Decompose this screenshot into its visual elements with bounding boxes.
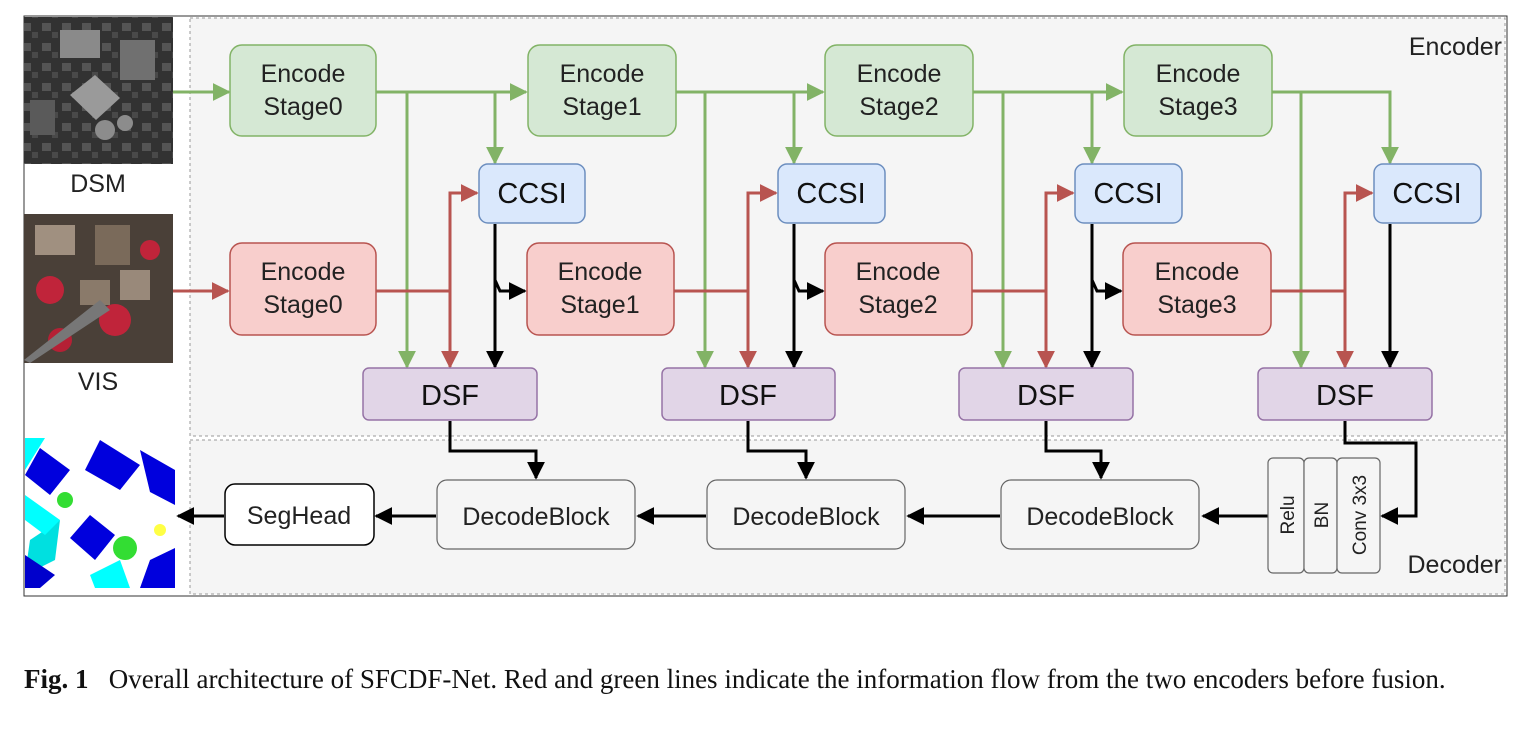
dsf-label: DSF (1316, 380, 1374, 412)
decoder-label: Decoder (1408, 551, 1503, 579)
stage-line2: Stage1 (560, 291, 639, 319)
dsf-block-3: DSF (1257, 367, 1433, 421)
stage-line1: Encode (856, 258, 941, 286)
stage-line2: Stage2 (858, 291, 937, 319)
stage-line2: Stage1 (562, 93, 641, 121)
vis-image (24, 214, 173, 363)
decode-block-1: DecodeBlock (706, 479, 906, 550)
ccsi-label: CCSI (796, 178, 865, 210)
stage-line1: Encode (261, 258, 346, 286)
fusion-flow-lines (176, 224, 1418, 525)
ccsi-label: CCSI (1392, 178, 1461, 210)
stage-line1: Encode (558, 258, 643, 286)
dsm-image (24, 17, 173, 164)
decode-label: DecodeBlock (1026, 503, 1174, 531)
decode-label: DecodeBlock (732, 503, 880, 531)
vis-flow-lines (173, 184, 1374, 369)
conv3x3-layer (1336, 457, 1381, 574)
decode-label: DecodeBlock (462, 503, 610, 531)
decode-block-2: DecodeBlock (1000, 479, 1200, 550)
stage-line2: Stage0 (263, 93, 342, 121)
caption-text: Overall architecture of SFCDF-Net. Red a… (108, 664, 1446, 694)
stage-line1: Encode (857, 60, 942, 88)
conv3x3-label: Conv 3x3 (1350, 475, 1371, 555)
dsf-label: DSF (1017, 380, 1075, 412)
stage-line2: Stage0 (263, 291, 342, 319)
ccsi-label: CCSI (1093, 178, 1162, 210)
caption-label: Fig. 1 (24, 664, 89, 694)
dsf-block-1: DSF (661, 367, 836, 421)
stage-line1: Encode (1156, 60, 1241, 88)
ccsi-block-0: CCSI (478, 163, 586, 224)
dsm-encode-stage2: Encode Stage2 (824, 44, 974, 137)
dsm-label: DSM (70, 170, 126, 198)
dsf-label: DSF (421, 380, 479, 412)
seghead-label: SegHead (247, 502, 351, 530)
stage-line2: Stage2 (859, 93, 938, 121)
decode-block-0: DecodeBlock (436, 479, 636, 550)
vis-encode-stage1: Encode Stage1 (526, 242, 675, 336)
stage-line2: Stage3 (1158, 93, 1237, 121)
stage-line2: Stage3 (1157, 291, 1236, 319)
dsf-label: DSF (719, 380, 777, 412)
conv-stack: Relu BN Conv 3x3 (1267, 457, 1381, 574)
stage-line1: Encode (261, 60, 346, 88)
ccsi-label: CCSI (497, 178, 566, 210)
bn-label: BN (1312, 502, 1333, 528)
encoder-label: Encoder (1409, 33, 1502, 61)
segmentation-output-image (25, 438, 175, 588)
relu-label: Relu (1278, 495, 1299, 534)
ccsi-block-3: CCSI (1373, 163, 1482, 224)
figure-caption: Fig. 1 Overall architecture of SFCDF-Net… (24, 662, 1504, 696)
vis-encode-stage2: Encode Stage2 (824, 242, 973, 336)
vis-label: VIS (78, 368, 118, 396)
dsm-flow-lines (173, 83, 1399, 369)
seghead-block: SegHead (224, 483, 375, 546)
dsm-encode-stage0: Encode Stage0 (229, 44, 377, 137)
dsf-block-0: DSF (362, 367, 538, 421)
vis-encode-stage0: Encode Stage0 (229, 242, 377, 336)
stage-line1: Encode (1155, 258, 1240, 286)
stage-line1: Encode (560, 60, 645, 88)
dsm-encode-stage3: Encode Stage3 (1123, 44, 1273, 137)
dsm-encode-stage1: Encode Stage1 (527, 44, 677, 137)
ccsi-block-2: CCSI (1074, 163, 1183, 224)
dsf-block-2: DSF (958, 367, 1134, 421)
ccsi-block-1: CCSI (777, 163, 886, 224)
vis-encode-stage3: Encode Stage3 (1122, 242, 1272, 336)
